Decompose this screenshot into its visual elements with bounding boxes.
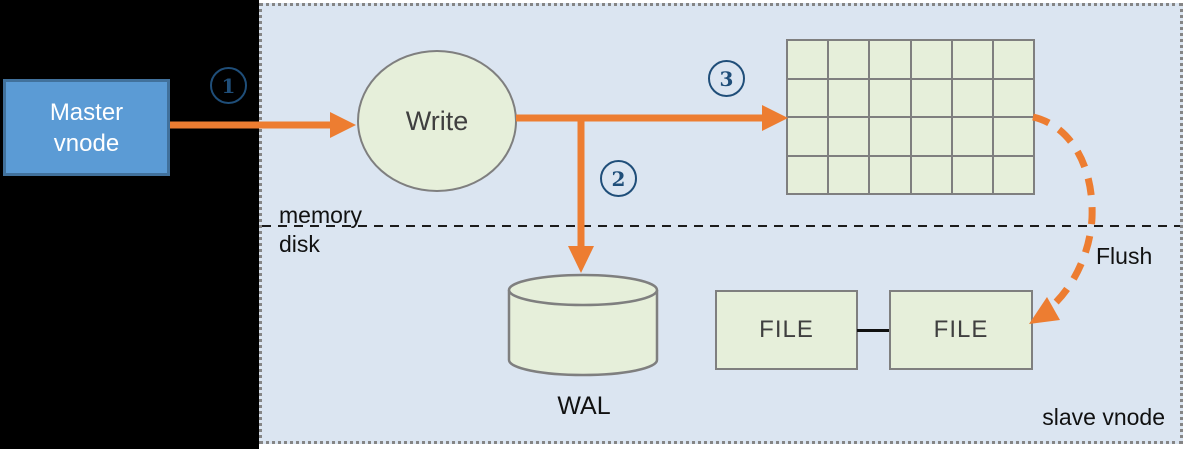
disk-label: disk <box>279 231 320 257</box>
mem-table-cell <box>993 79 1033 116</box>
write-node: Write <box>357 50 517 192</box>
mem-table-cell <box>829 156 869 193</box>
file-node-right: FILE <box>889 290 1033 370</box>
mem-table-cell <box>952 41 992 78</box>
black-backdrop <box>0 0 259 449</box>
slave-vnode-label: slave vnode <box>1042 404 1165 430</box>
file-left-label: FILE <box>759 316 814 343</box>
mem-table-cell <box>911 41 951 78</box>
file-connector-line <box>857 329 890 332</box>
mem-table-cell <box>829 118 869 155</box>
memory-label: memory <box>279 202 363 228</box>
mem-table <box>786 39 1035 195</box>
mem-table-cell <box>788 41 828 78</box>
mem-table-cell <box>993 41 1033 78</box>
mem-table-cell <box>829 79 869 116</box>
mem-table-cell <box>870 118 910 155</box>
mem-table-cell <box>788 156 828 193</box>
mem-table-cell <box>788 118 828 155</box>
wal-label: WAL <box>557 392 611 420</box>
file-right-label: FILE <box>933 316 989 343</box>
mem-table-cell <box>870 41 910 78</box>
step2-badge: 2 <box>600 160 637 197</box>
memory-disk-divider <box>262 225 1180 227</box>
file-node-left: FILE <box>715 290 858 370</box>
mem-table-cell <box>911 118 951 155</box>
mem-table-cell <box>870 156 910 193</box>
step3-badge: 3 <box>708 60 745 97</box>
master-vnode-node: Master vnode <box>3 79 170 176</box>
wal-cylinder <box>507 273 659 377</box>
mem-table-cell <box>911 156 951 193</box>
mem-table-cell <box>870 79 910 116</box>
master-vnode-label-line1: Master <box>49 98 124 126</box>
step1-badge: 1 <box>210 67 247 104</box>
mem-table-cell <box>993 118 1033 155</box>
write-label: Write <box>405 105 469 136</box>
mem-table-cell <box>993 156 1033 193</box>
mem-table-cell <box>829 41 869 78</box>
flush-label: Flush <box>1096 243 1153 269</box>
mem-table-cell <box>952 156 992 193</box>
mem-table-cell <box>952 118 992 155</box>
master-vnode-label-line2: vnode <box>53 129 120 157</box>
mem-table-cell <box>911 79 951 116</box>
mem-table-cell <box>952 79 992 116</box>
mem-table-cell <box>788 79 828 116</box>
